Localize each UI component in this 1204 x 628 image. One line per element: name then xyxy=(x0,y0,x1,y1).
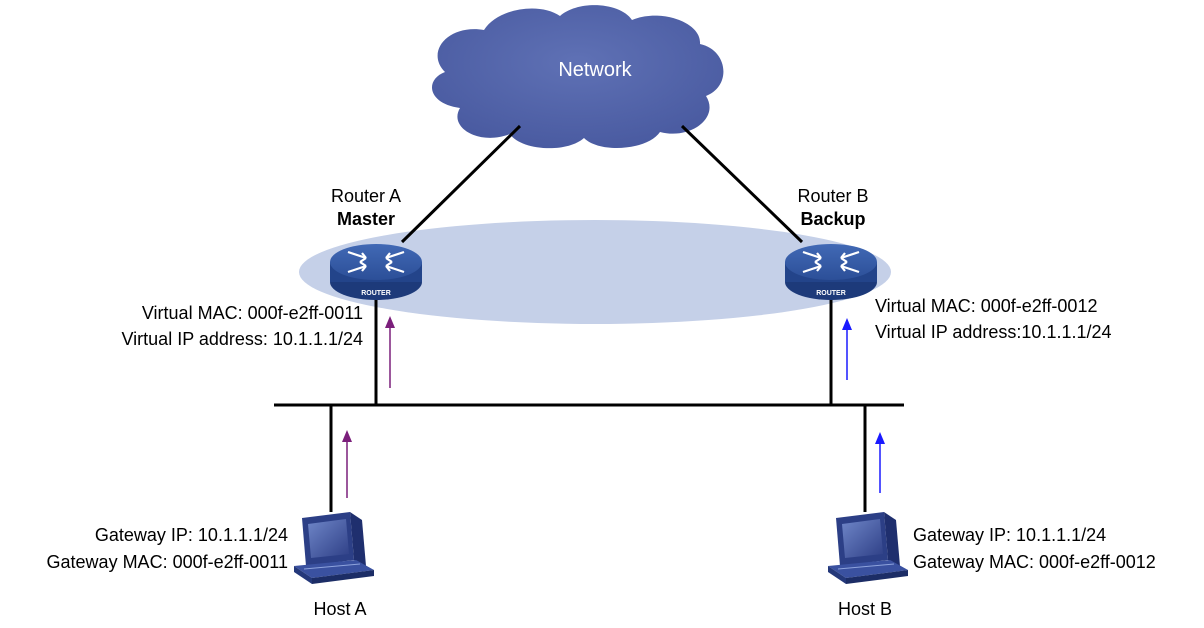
router-a-role: Master xyxy=(336,209,396,229)
arrow-hostA-up xyxy=(342,430,352,498)
host-b-gateway-ip: Gateway IP: 10.1.1.1/24 xyxy=(913,525,1107,545)
network-label: Network xyxy=(558,59,632,81)
router-b-name: Router B xyxy=(797,186,869,206)
host-b-computer-icon[interactable] xyxy=(828,512,908,584)
network-cloud xyxy=(431,5,724,149)
router-b-role: Backup xyxy=(800,209,866,229)
arrow-routerB-up xyxy=(842,318,852,380)
router-b-virtual-ip: Virtual IP address:10.1.1.1/24 xyxy=(875,322,1112,342)
router-a-virtual-ip: Virtual IP address: 10.1.1.1/24 xyxy=(121,329,364,349)
host-a-gateway-mac: Gateway MAC: 000f-e2ff-0011 xyxy=(46,552,288,572)
router-b-badge: ROUTER xyxy=(816,290,846,297)
host-b-name: Host B xyxy=(837,599,893,619)
host-a-name: Host A xyxy=(313,599,367,619)
arrow-routerA-up xyxy=(385,316,395,388)
router-a-badge: ROUTER xyxy=(361,290,391,297)
router-a-virtual-mac: Virtual MAC: 000f-e2ff-0011 xyxy=(141,303,363,323)
vrrp-group-ellipse xyxy=(299,220,891,324)
router-b-icon[interactable]: ROUTER xyxy=(785,244,877,300)
router-a-name: Router A xyxy=(330,186,402,206)
host-a-computer-icon[interactable] xyxy=(294,512,374,584)
arrow-hostB-up xyxy=(875,432,885,493)
link-routerA-network xyxy=(400,124,522,244)
router-a-icon[interactable]: ROUTER xyxy=(330,244,422,300)
host-a-gateway-ip: Gateway IP: 10.1.1.1/24 xyxy=(94,525,288,545)
host-b-gateway-mac: Gateway MAC: 000f-e2ff-0012 xyxy=(913,552,1156,572)
router-b-virtual-mac: Virtual MAC: 000f-e2ff-0012 xyxy=(875,296,1098,316)
link-routerB-network xyxy=(680,124,804,244)
